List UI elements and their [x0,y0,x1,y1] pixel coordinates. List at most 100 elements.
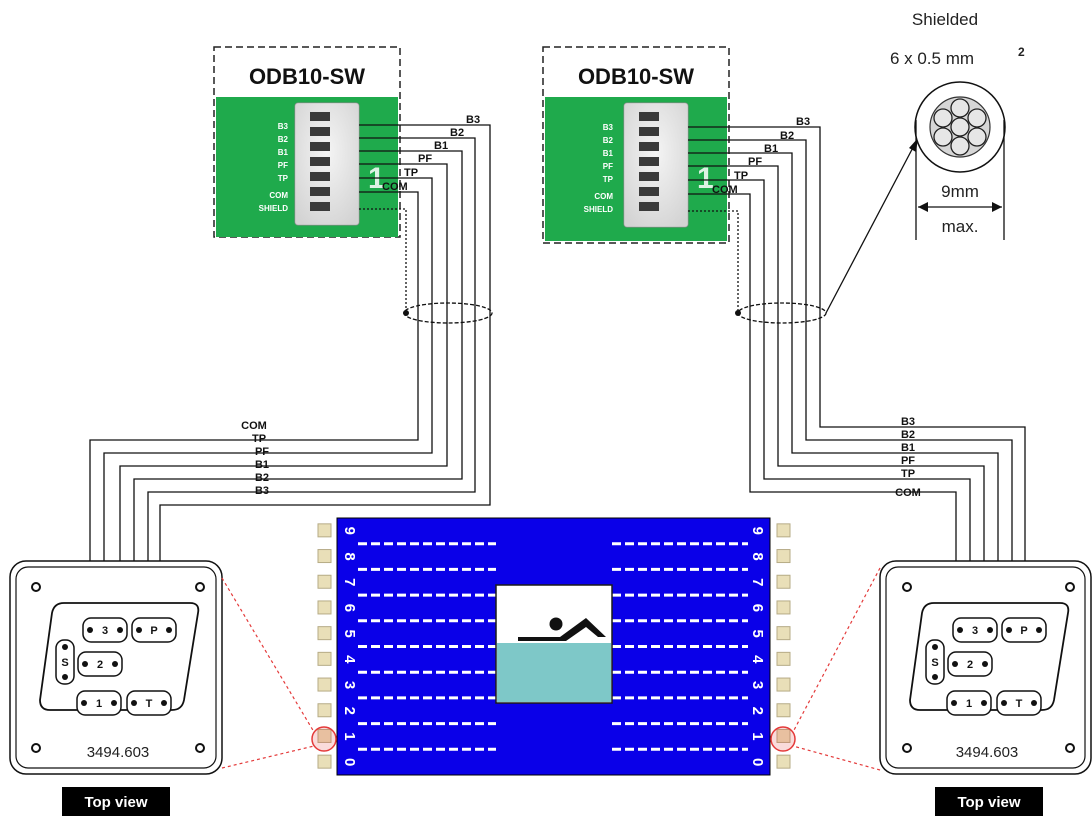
wire-label: B3 [255,485,269,497]
wire-label: PF [748,156,762,168]
wire-label: B2 [901,429,915,441]
key-2[interactable]: 2 [77,651,123,677]
key-label: P [1020,625,1027,637]
wire-label: COM [712,184,738,196]
lane-number: 3 [749,681,766,689]
terminal-screws [310,112,330,211]
key-t[interactable]: T [126,690,172,716]
key-1[interactable]: 1 [946,690,992,716]
wire-label: B2 [255,472,269,484]
lane-number: 7 [341,578,358,586]
screw-icon [902,582,912,592]
key-label: 2 [97,659,103,671]
wire-label: TP [252,433,266,445]
wire-label: B3 [466,114,480,126]
pin-label: TP [603,175,614,184]
screw-icon [31,743,41,753]
wire-label: B2 [450,127,464,139]
key-1[interactable]: 1 [76,690,122,716]
screw-icon [195,582,205,592]
wire-label: B1 [434,140,448,152]
terminal-screws [639,112,659,211]
deck-tile [776,754,791,769]
key-p[interactable]: P [1001,617,1047,643]
keypad-panel [39,602,200,711]
key-label: 1 [966,698,972,710]
deck-tile [317,549,332,564]
pin-label: COM [594,192,613,201]
lane-number: 9 [341,527,358,535]
cable-cross-section: Shielded 6 x 0.5 mm 2 9mm max. [890,10,1025,240]
lane-number: 2 [749,707,766,715]
cable-diameter-max-label: max. [942,217,979,236]
lane-number: 5 [341,629,358,637]
key-label: P [150,625,157,637]
top-view-label: Top view [84,794,147,811]
screw-icon [902,743,912,753]
device-right: 3 P S 2 1 T 3494.603 Top view [879,560,1092,816]
deck-tile [317,728,332,743]
sensor-highlight-right [770,567,881,771]
pin-label: B2 [603,136,614,145]
wire-labels: B3 B2 B1 PF TP COM [712,116,810,196]
pool-deck-tiles [317,523,791,769]
pin-labels: B3 B2 B1 PF TP COM SHIELD [584,123,614,214]
deck-tile [317,703,332,718]
deck-tile [317,600,332,615]
wire-label: B2 [780,130,794,142]
lane-number: 8 [341,552,358,560]
deck-tile [317,651,332,666]
deck-tile [317,523,332,538]
wire-label: B3 [901,416,915,428]
cable-type-label: Shielded [912,10,978,29]
wire-label: B1 [901,442,915,454]
pin-label: B3 [603,123,614,132]
cable-spec-superscript: 2 [1018,45,1025,59]
wire-label: TP [734,170,748,182]
key-p[interactable]: P [131,617,177,643]
key-s[interactable]: S [925,639,945,685]
key-label: S [931,657,938,669]
lane-number: 7 [749,578,766,586]
cable-spec-label: 6 x 0.5 mm [890,49,974,68]
key-2[interactable]: 2 [947,651,993,677]
wires-right-module [688,126,1026,562]
device-left: 3 P S 2 1 T 3494.603 Top view [9,560,223,816]
deck-tile [776,703,791,718]
screw-icon [1065,743,1075,753]
wire-label: B3 [796,116,810,128]
key-label: 2 [967,659,973,671]
wire-labels: B3 B2 B1 PF TP COM [382,114,480,193]
deck-tile [776,651,791,666]
key-3[interactable]: 3 [952,617,998,643]
lane-number: 6 [341,604,358,612]
wire-label: COM [241,420,267,432]
wire-label: TP [901,468,915,480]
wire-label: COM [382,181,408,193]
screw-icon [195,743,205,753]
key-label: 3 [972,625,978,637]
deck-tile [317,677,332,692]
deck-tile [776,523,791,538]
wire-label: PF [901,455,915,467]
lane-number: 8 [749,552,766,560]
key-label: 1 [96,698,102,710]
key-3[interactable]: 3 [82,617,128,643]
shield-wire-left [359,208,493,324]
left-bundle-labels: COM TP PF B1 B2 B3 [241,420,269,497]
connector-number: 1 [697,162,714,195]
lane-number: 4 [749,655,766,664]
key-t[interactable]: T [996,690,1042,716]
lane-number: 2 [341,707,358,715]
wire-label: COM [895,487,921,499]
screw-icon [31,582,41,592]
swimmer-panel [495,584,613,704]
cable-cores [933,98,987,156]
key-s[interactable]: S [55,639,75,685]
pin-label: B2 [278,135,289,144]
pin-label: B3 [278,122,289,131]
deck-tile [317,754,332,769]
